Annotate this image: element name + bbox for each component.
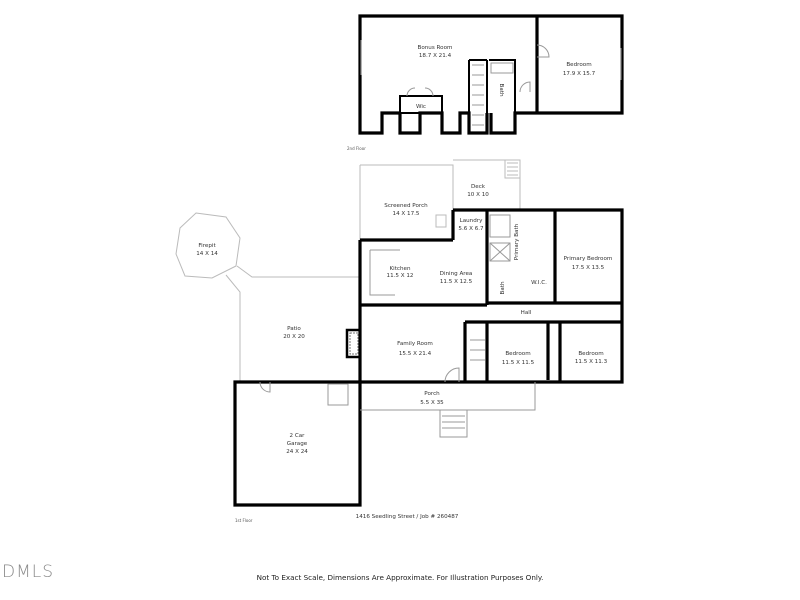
- room-name-bedroom-upstairs: Bedroom: [566, 62, 591, 68]
- second-floor-plan: Bonus Room 18.7 X 21.4 Bedroom 17.9 X 15…: [347, 14, 624, 151]
- room-name-bedroom-2: Bedroom: [505, 351, 530, 357]
- room-dims-deck: 10 X 10: [467, 192, 489, 198]
- room-name-bonus: Bonus Room: [418, 45, 453, 51]
- address-label: 1416 Seedling Street / Job # 260487: [356, 514, 459, 520]
- room-dims-bedroom-3: 11.5 X 11.3: [575, 359, 608, 365]
- room-dims-porch: 5.5 X 35: [420, 400, 444, 406]
- disclaimer: Not To Exact Scale, Dimensions Are Appro…: [256, 573, 544, 582]
- second-floor-label: 2nd Floor: [347, 146, 366, 151]
- room-dims-primary-bedroom: 17.5 X 13.5: [572, 265, 605, 271]
- room-dims-firepit: 14 X 14: [196, 251, 218, 257]
- room-name-primary-bedroom: Primary Bedroom: [564, 256, 613, 262]
- room-name-laundry: Laundry: [460, 218, 483, 224]
- room-name-bath: Bath: [500, 281, 506, 294]
- room-dims-family-room: 15.5 X 21.4: [399, 351, 432, 357]
- room-name-patio: Patio: [287, 326, 301, 332]
- room-name-wic-upstairs: Wic: [416, 104, 426, 110]
- dmls-logo: DMLS: [2, 562, 55, 582]
- room-dims-patio: 20 X 20: [283, 334, 305, 340]
- room-dims-dining: 11.5 X 12.5: [440, 279, 473, 285]
- room-name-garage-1: 2 Car: [290, 433, 306, 439]
- room-name-bedroom-3: Bedroom: [578, 351, 603, 357]
- first-floor-plan: Screened Porch 14 X 17.5 Deck 10 X 10 La…: [175, 159, 624, 523]
- first-floor-label: 1st Floor: [235, 518, 253, 523]
- room-name-kitchen: Kitchen: [389, 266, 410, 272]
- room-name-bath-upstairs: Bath: [498, 83, 504, 96]
- room-dims-kitchen: 11.5 X 12: [387, 273, 414, 279]
- room-dims-bedroom-2: 11.5 X 11.5: [502, 360, 535, 366]
- room-name-wic: W.I.C.: [531, 280, 547, 286]
- room-name-family-room: Family Room: [397, 341, 433, 347]
- room-name-primary-bath: Primary Bath: [514, 223, 520, 260]
- room-name-dining: Dining Area: [440, 271, 473, 277]
- room-dims-screened-porch: 14 X 17.5: [393, 211, 420, 217]
- room-dims-laundry: 5.6 X 6.7: [458, 226, 484, 232]
- firepit-outline: [175, 212, 241, 279]
- room-dims-bonus: 18.7 X 21.4: [419, 53, 452, 59]
- room-name-hall: Hall: [521, 310, 532, 316]
- room-name-deck: Deck: [471, 184, 486, 190]
- room-dims-garage: 24 X 24: [286, 449, 308, 455]
- room-dims-bedroom-upstairs: 17.9 X 15.7: [563, 71, 596, 77]
- room-name-porch: Porch: [424, 391, 440, 397]
- room-name-garage-2: Garage: [287, 441, 308, 447]
- room-name-firepit: Firepit: [198, 243, 216, 249]
- room-name-screened-porch: Screened Porch: [384, 203, 428, 209]
